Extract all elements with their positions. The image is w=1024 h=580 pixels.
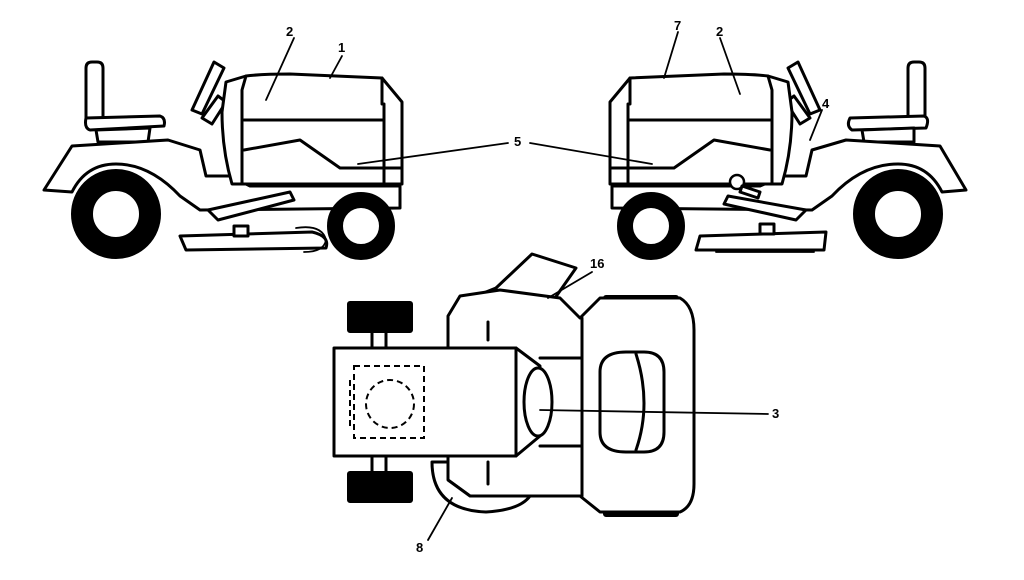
callout-labels: 1 2 7 2 5 4 16 3 8 — [286, 18, 830, 555]
front-wheel-right — [617, 192, 685, 260]
mower-deck-right — [694, 194, 828, 253]
callout-5: 5 — [514, 134, 521, 149]
seat-right — [846, 60, 930, 144]
callout-1: 1 — [338, 40, 345, 55]
tractor-top-view — [332, 252, 696, 517]
front-wheel-left — [327, 192, 395, 260]
seat-top — [598, 350, 666, 454]
callout-leaders — [265, 31, 823, 541]
callout-3: 3 — [772, 406, 779, 421]
hood-right — [608, 72, 774, 186]
engine-outline — [353, 365, 425, 439]
front-wheel-top-upper — [347, 301, 413, 333]
callout-16: 16 — [590, 256, 604, 271]
tractor-left-side-view — [42, 60, 404, 260]
callout-2-left: 2 — [286, 24, 293, 39]
steering-column-top — [522, 366, 554, 438]
mower-deck-left — [178, 190, 329, 253]
tractor-right-side-view — [608, 60, 968, 260]
callout-8: 8 — [416, 540, 423, 555]
dash-panel-right — [766, 74, 794, 186]
hood-top — [332, 346, 542, 458]
front-wheel-top-lower — [347, 471, 413, 503]
callout-4: 4 — [822, 96, 830, 111]
rear-wheel-right — [853, 169, 943, 259]
callout-2-right: 2 — [716, 24, 723, 39]
ignition-key — [728, 173, 762, 200]
callout-7: 7 — [674, 18, 681, 33]
rear-wheel-left — [71, 169, 161, 259]
seat-left — [84, 60, 166, 144]
dash-panel-left — [220, 74, 248, 186]
hood-left — [240, 72, 404, 186]
collector-deck — [430, 460, 532, 514]
